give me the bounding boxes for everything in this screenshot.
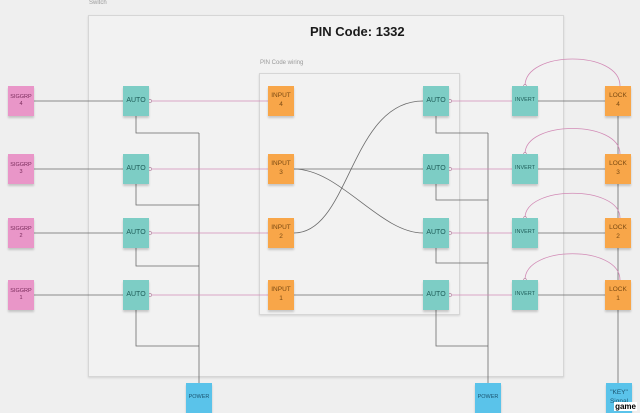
note-label: INVERT [514, 97, 536, 104]
note-label: SIGGRP [10, 93, 32, 100]
note-number: 4 [19, 101, 23, 107]
wire-rauto4-power [435, 116, 488, 134]
note-number: 3 [616, 169, 620, 176]
note-label: INVERT [514, 229, 536, 236]
wire-rauto1-power [435, 310, 488, 347]
note-label: AUTO [426, 97, 446, 105]
note-label: AUTO [126, 229, 146, 237]
auto-right-4-note[interactable]: AUTO [423, 86, 449, 116]
invert-1-note[interactable]: INVERT [512, 280, 538, 310]
note-label: LOCK [609, 286, 627, 294]
wire-auto1-power [135, 310, 199, 347]
invert-3-note[interactable]: INVERT [512, 154, 538, 184]
auto-left-1-note[interactable]: AUTO [123, 280, 149, 310]
wire-auto3-power [135, 184, 199, 206]
note-label: AUTO [126, 165, 146, 173]
wire-lock3-invert3-arc [524, 128, 621, 155]
note-label: AUTO [426, 291, 446, 299]
note-number: 4 [616, 101, 620, 108]
watermark: game [614, 402, 637, 411]
note-label: INPUT [271, 92, 291, 100]
wiring-frame-label: PIN Code wiring [260, 60, 304, 66]
note-label: INPUT [271, 160, 291, 168]
note-label: AUTO [126, 97, 146, 105]
wire-lock2-invert2-arc [524, 192, 621, 219]
invert-2-note[interactable]: INVERT [512, 218, 538, 248]
note-label: SIGGRP [10, 287, 32, 294]
wire-auto4-power [135, 116, 199, 134]
note-number: 1 [616, 295, 620, 302]
note-label: POWER [188, 394, 210, 401]
auto-right-3-note[interactable]: AUTO [423, 154, 449, 184]
note-number: 4 [279, 101, 283, 108]
note-label: "KEY" [610, 389, 628, 397]
note-label: POWER [477, 394, 499, 401]
note-label: AUTO [426, 229, 446, 237]
auto-left-3-note[interactable]: AUTO [123, 154, 149, 184]
note-label: LOCK [609, 92, 627, 100]
note-number: 3 [19, 169, 23, 175]
note-label: SIGGRP [10, 161, 32, 168]
note-label: LOCK [609, 160, 627, 168]
wire-input3-auto2 [293, 168, 424, 234]
auto-left-2-note[interactable]: AUTO [123, 218, 149, 248]
note-number: 2 [616, 233, 620, 240]
note-label: INPUT [271, 224, 291, 232]
note-label: AUTO [126, 291, 146, 299]
note-number: 1 [19, 295, 23, 301]
note-number: 2 [19, 233, 23, 239]
pin-code-title: PIN Code: 1332 [310, 24, 405, 39]
note-number: 1 [279, 295, 283, 302]
wire-rauto3-power [435, 184, 488, 201]
auto-right-1-note[interactable]: AUTO [423, 280, 449, 310]
power-right-note[interactable]: POWER [475, 383, 501, 413]
power-left-note[interactable]: POWER [186, 383, 212, 413]
note-label: SIGGRP [10, 225, 32, 232]
wire-rauto2-power [435, 248, 488, 264]
note-label: INVERT [514, 165, 536, 172]
note-sublabel: Signal [610, 398, 628, 407]
note-label: AUTO [426, 165, 446, 173]
auto-right-2-note[interactable]: AUTO [423, 218, 449, 248]
note-label: INPUT [271, 286, 291, 294]
wire-auto2-power [135, 248, 199, 267]
wire-lock4-invert4-arc [524, 58, 621, 87]
auto-left-4-note[interactable]: AUTO [123, 86, 149, 116]
note-label: LOCK [609, 224, 627, 232]
wire-input2-auto4 [293, 100, 424, 234]
note-label: INVERT [514, 291, 536, 298]
note-number: 3 [279, 169, 283, 176]
invert-4-note[interactable]: INVERT [512, 86, 538, 116]
wire-lock1-invert1-arc [524, 253, 621, 281]
switch-frame-label: Switch [89, 0, 107, 6]
note-number: 2 [279, 233, 283, 240]
